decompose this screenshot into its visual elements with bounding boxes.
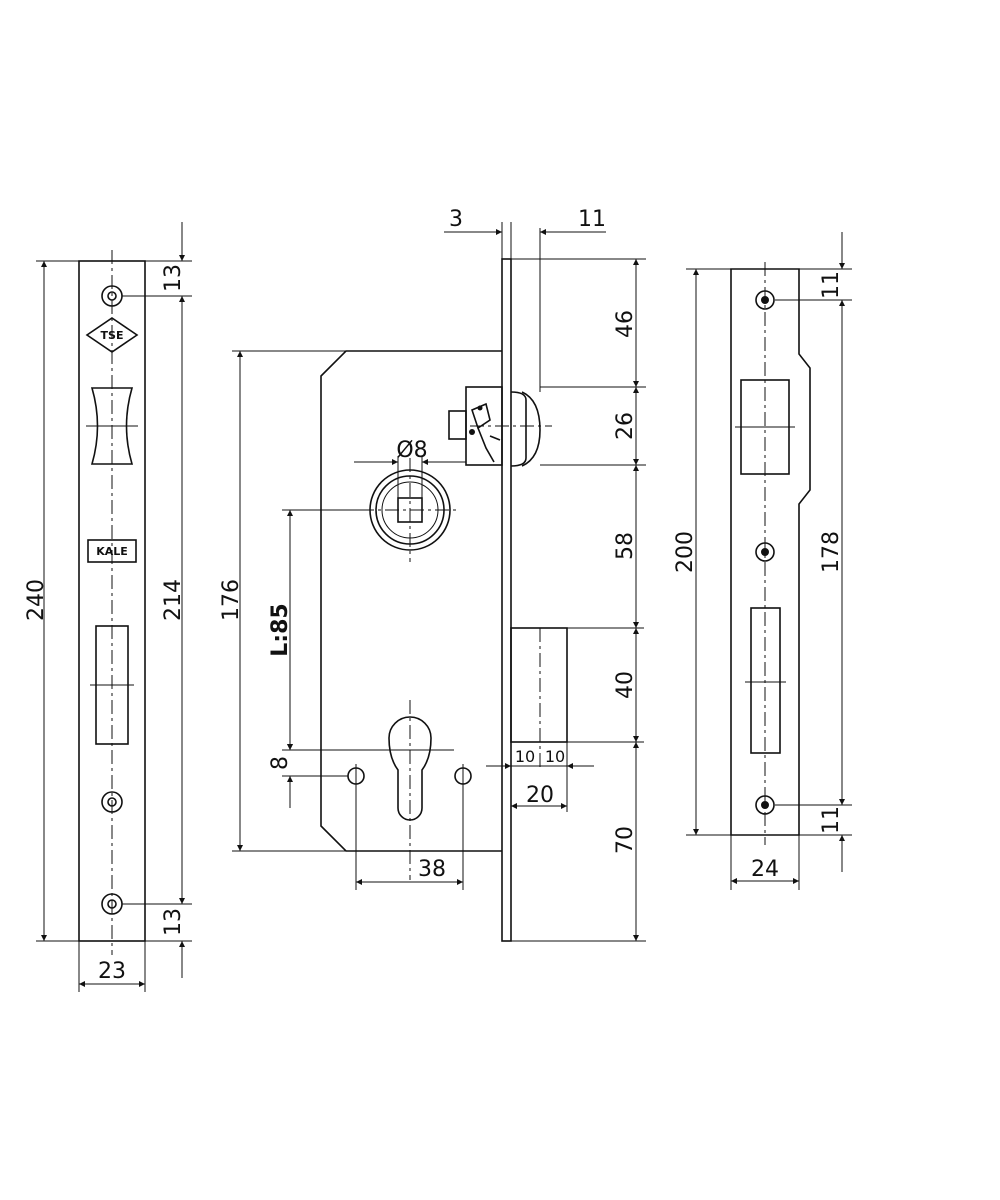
strikeplate-view: 200 178 11 11 24: [673, 232, 852, 890]
dim-faceplate-top-offset: 13: [161, 264, 186, 292]
strikeplate-screw-middle: [755, 542, 775, 562]
dim-faceplate-height: 240: [24, 579, 49, 621]
dim-bolt-throw-a: 10: [515, 747, 535, 766]
dim-strikeplate-width: 24: [751, 857, 779, 882]
dim-faceplate-hole-spacing: 214: [161, 579, 186, 621]
dim-strikeplate-bottom-offset: 11: [819, 806, 844, 834]
lockbody-outline: [320, 350, 502, 852]
kale-logo-text: KALE: [96, 545, 128, 558]
dim-body-height: 176: [219, 579, 244, 621]
deadbolt: [510, 627, 644, 770]
tse-logo-text: TSE: [101, 329, 124, 342]
dim-latch-offset: 11: [578, 207, 606, 232]
faceplate-view: TSE KALE 240 214 13 13: [24, 222, 192, 992]
dim-bolt-throw-b: 10: [545, 747, 565, 766]
dim-faceplate-bottom-offset: 13: [161, 908, 186, 936]
strikeplate-outline: [730, 268, 811, 836]
lockbody-front-plate: [501, 258, 512, 942]
kale-logo: KALE: [87, 539, 137, 563]
latch-bolt: [448, 386, 552, 467]
dim-bolt-height: 40: [613, 671, 638, 699]
dim-top-to-latch: 46: [613, 310, 638, 338]
dim-strikeplate-hole-spacing: 178: [819, 531, 844, 573]
dim-center-distance: L:85: [268, 603, 293, 656]
strikeplate-screw-top: [755, 290, 775, 310]
lockbody-view: 3 11 46 26 58 40 70 176 Ø8 L:85: [219, 207, 646, 942]
dim-spindle-diameter: Ø8: [396, 438, 427, 463]
dim-cylinder-offset: 8: [268, 756, 293, 770]
tse-logo: TSE: [85, 317, 139, 353]
dim-latch-height: 26: [613, 412, 638, 440]
faceplate-latch-opening: [90, 387, 134, 465]
dim-latch-to-bolt: 58: [613, 532, 638, 560]
dim-strikeplate-height: 200: [673, 531, 698, 573]
dim-strikeplate-top-offset: 11: [819, 271, 844, 299]
strikeplate-bolt-opening: [750, 607, 781, 754]
cylinder-profile: [347, 700, 472, 890]
dim-faceplate-width: 23: [98, 959, 126, 984]
dim-plate-thickness: 3: [449, 207, 463, 232]
faceplate-screw-middle: [101, 791, 123, 813]
dim-bottom: 70: [613, 826, 638, 854]
strikeplate-screw-bottom: [755, 795, 775, 815]
dim-screw-spacing: 38: [418, 857, 446, 882]
follower-spindle: [360, 458, 460, 562]
dim-backset: 20: [526, 783, 554, 808]
